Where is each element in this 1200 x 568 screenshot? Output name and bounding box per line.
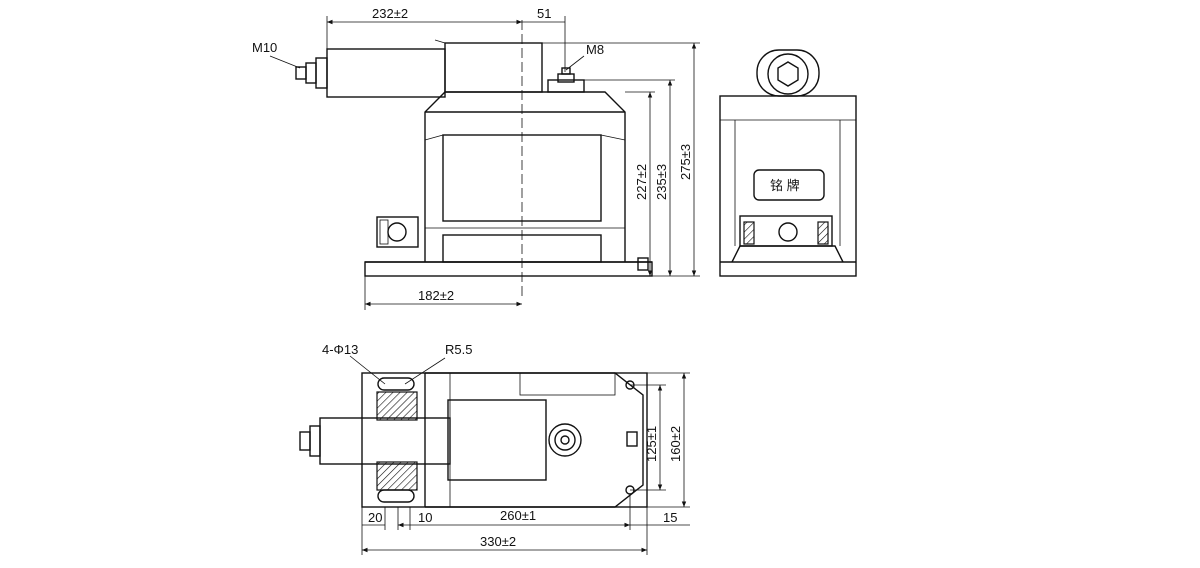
dim-235: 235±3 (654, 164, 669, 200)
dim-182: 182±2 (418, 288, 454, 303)
side-view: 铭 牌 (719, 49, 857, 277)
dim-227: 227±2 (634, 164, 649, 200)
dim-160: 160±2 (668, 426, 683, 462)
dim-275: 275±3 (678, 144, 693, 180)
dim-260: 260±1 (500, 508, 536, 523)
dim-15: 15 (663, 510, 677, 525)
top-dimensions: 4-Φ13 R5.5 125±1 160±2 20 10 260±1 15 33… (322, 342, 690, 555)
dim-232: 232±2 (372, 6, 408, 21)
dim-125: 125±1 (644, 426, 659, 462)
front-view (295, 20, 653, 300)
nameplate-label: 铭 牌 (770, 178, 800, 193)
dim-20: 20 (368, 510, 382, 525)
dim-51: 51 (537, 6, 551, 21)
dim-330: 330±2 (480, 534, 516, 549)
top-view (299, 372, 648, 508)
label-m10: M10 (252, 40, 277, 55)
dim-10: 10 (418, 510, 432, 525)
label-holes: 4-Φ13 (322, 342, 358, 357)
front-dimensions: 232±2 51 227±2 235±3 275±3 182±2 M10 M8 (252, 6, 700, 310)
label-radius: R5.5 (445, 342, 472, 357)
label-m8: M8 (586, 42, 604, 57)
